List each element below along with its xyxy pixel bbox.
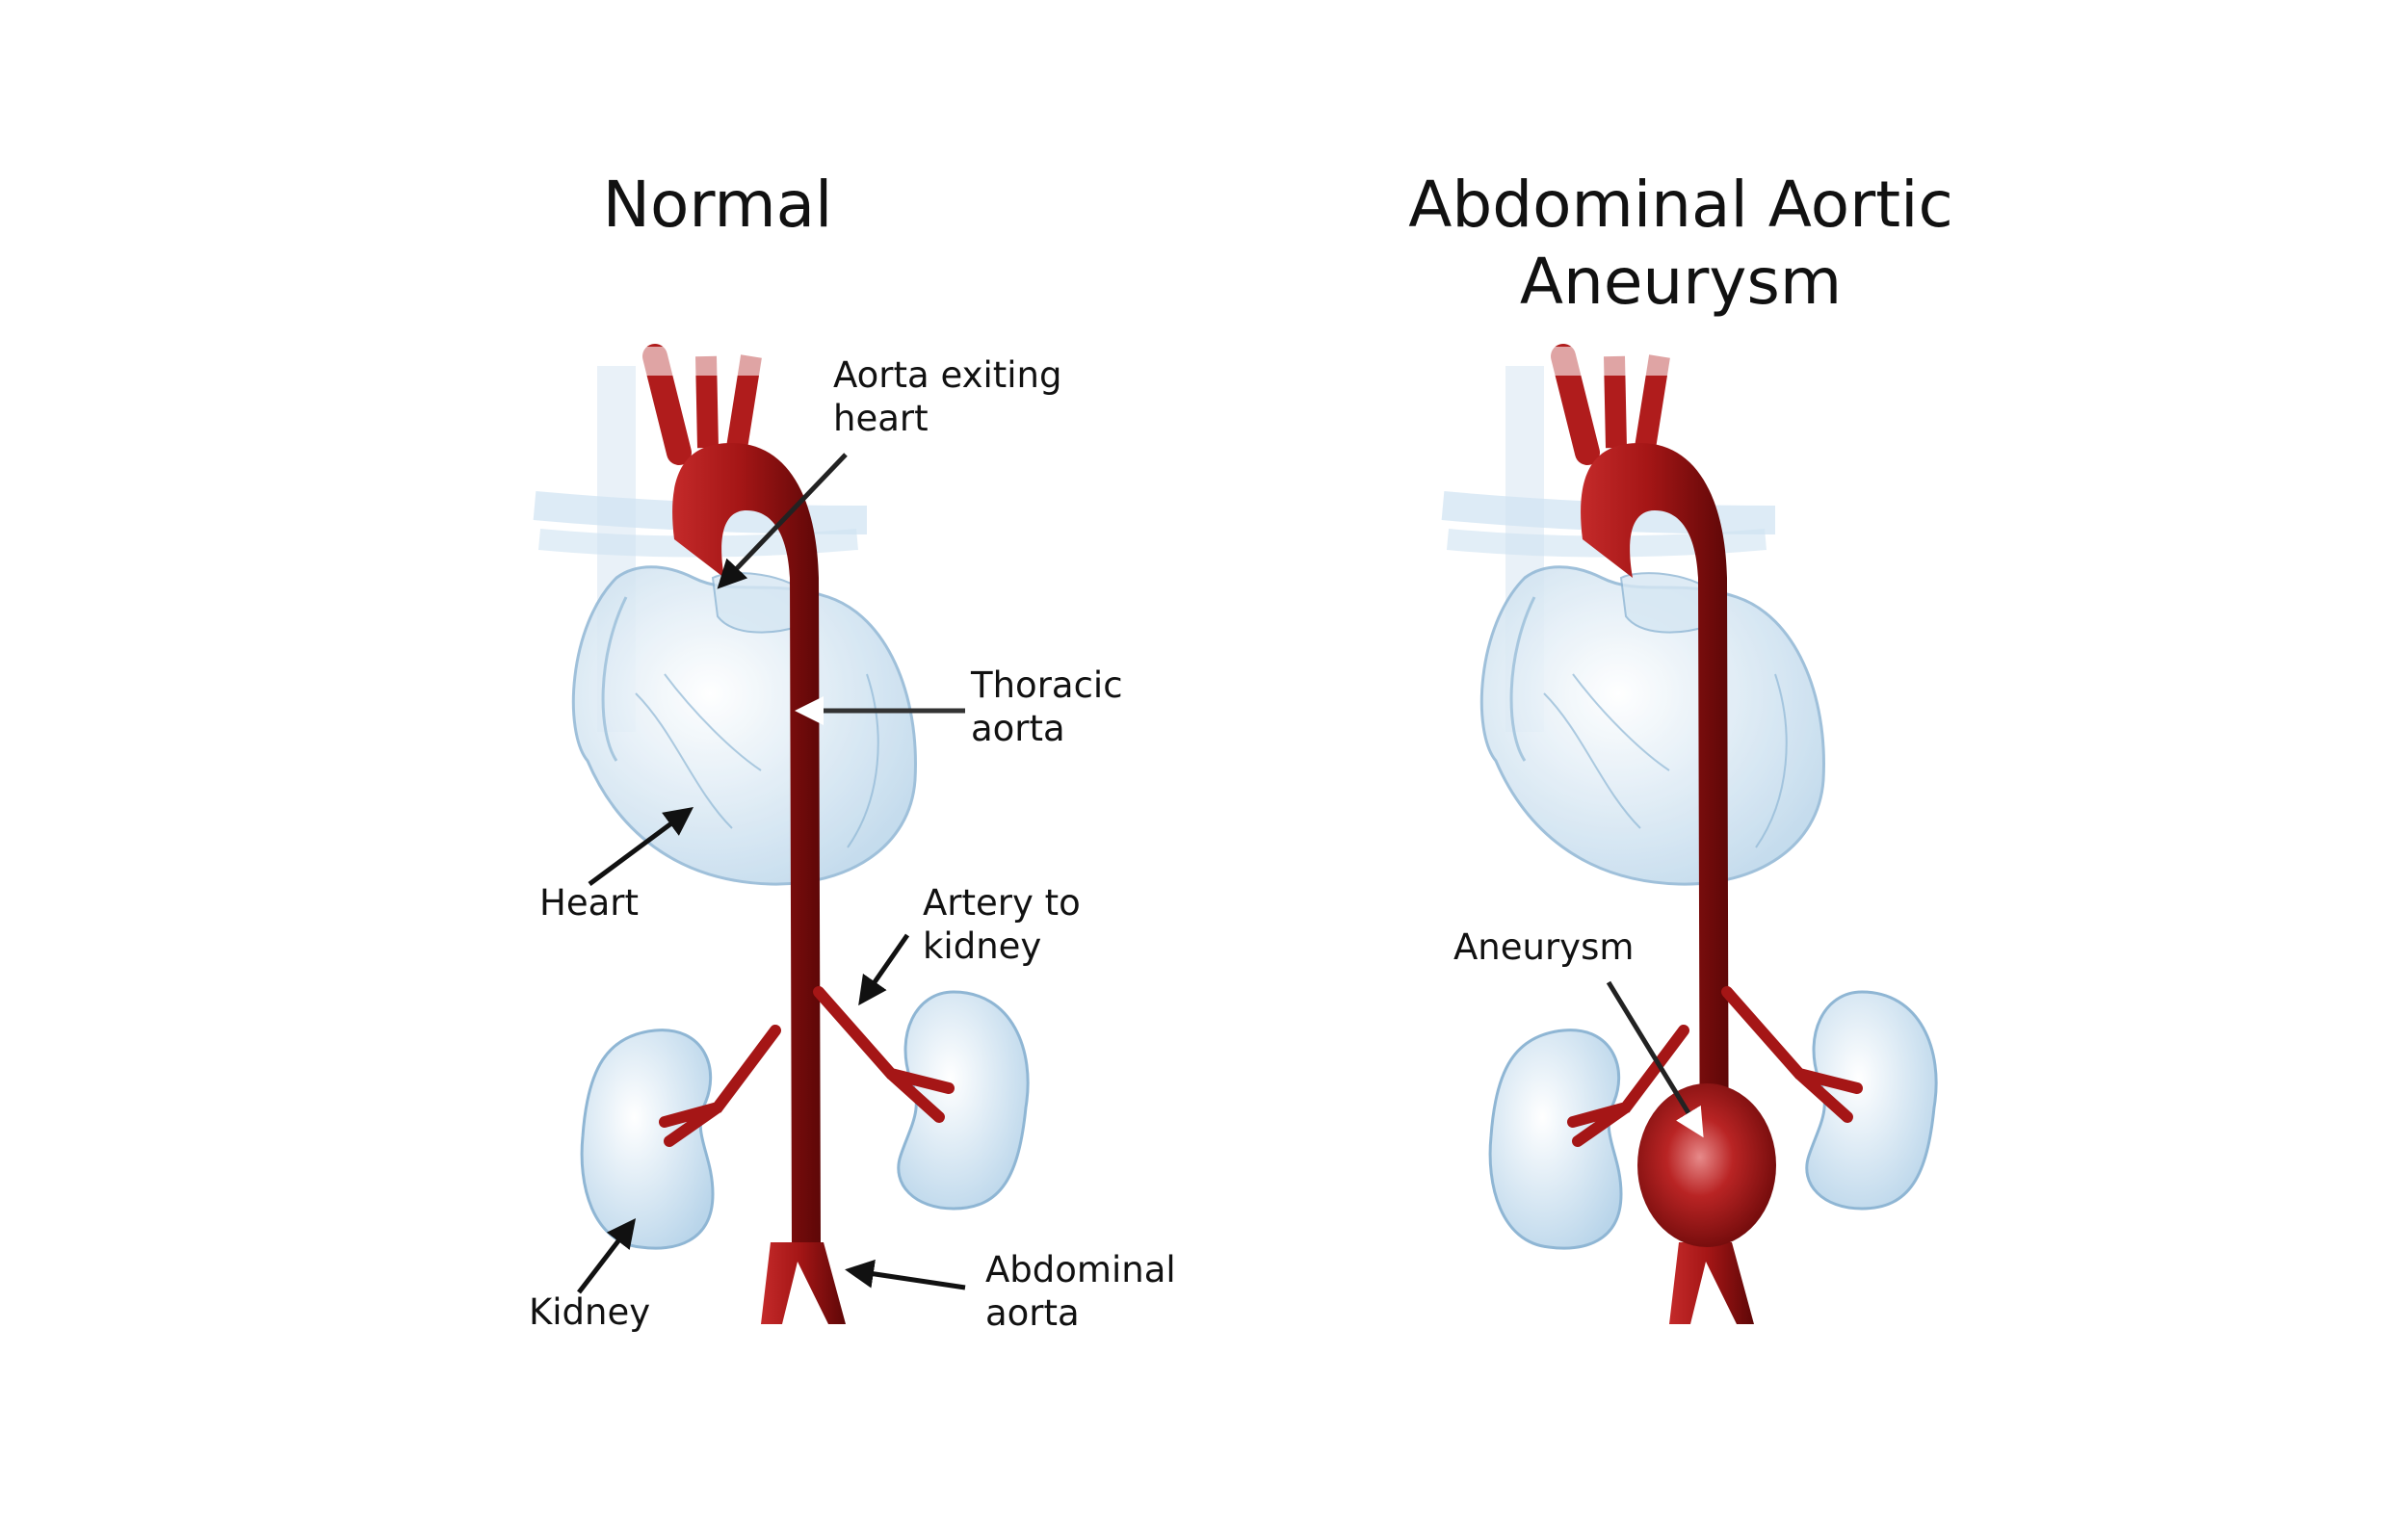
label-heart: Heart: [539, 882, 639, 924]
arrow-aorta-exiting-heart: [717, 453, 848, 589]
arrow-kidney: [577, 1218, 637, 1294]
label-abdominal-aorta-1: Abdominal: [985, 1249, 1176, 1290]
title-aaa-line1: Abdominal Aortic: [1408, 168, 1953, 242]
normal-anatomy-illustration: [535, 347, 1028, 1324]
title-normal: Normal: [603, 168, 833, 242]
label-aorta-exiting-heart-1: Aorta exiting: [833, 354, 1061, 396]
arrow-aneurysm: [1606, 980, 1704, 1138]
arrow-abdominal-aorta: [845, 1259, 966, 1290]
aneurysm-anatomy-illustration: [1443, 347, 1936, 1324]
aneurysm-bulge: [1637, 1083, 1776, 1247]
label-artery-to-kidney-1: Artery to: [923, 882, 1081, 924]
arrow-heart: [588, 807, 694, 887]
label-thoracic-aorta-1: Thoracic: [970, 664, 1123, 706]
label-artery-to-kidney-2: kidney: [923, 925, 1041, 967]
label-aneurysm: Aneurysm: [1453, 926, 1634, 968]
title-aaa-line2: Aneurysm: [1520, 245, 1842, 319]
label-aorta-exiting-heart-2: heart: [833, 398, 929, 439]
label-kidney: Kidney: [529, 1291, 650, 1333]
arrow-artery-to-kidney: [858, 933, 910, 1006]
label-abdominal-aorta-2: aorta: [985, 1292, 1080, 1334]
label-thoracic-aorta-2: aorta: [971, 708, 1065, 749]
